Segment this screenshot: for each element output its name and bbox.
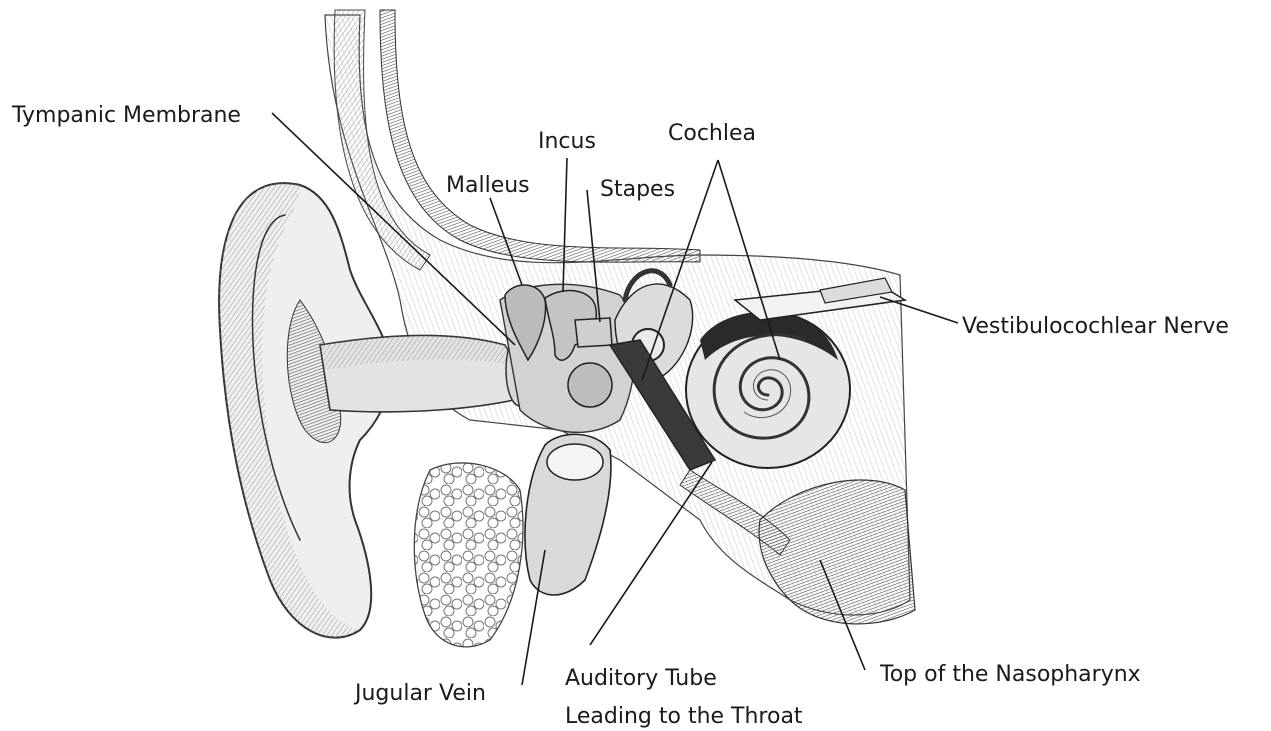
label-auditory-tube-line1: Auditory Tube	[565, 666, 717, 691]
oval-window	[568, 363, 612, 407]
parotid-tissue	[414, 463, 523, 647]
stapes-bone	[575, 318, 612, 347]
label-vestibulocochlear-nerve: Vestibulocochlear Nerve	[962, 314, 1229, 339]
label-cochlea: Cochlea	[668, 121, 756, 146]
label-jugular-vein: Jugular Vein	[353, 681, 486, 706]
label-incus: Incus	[538, 129, 596, 154]
label-auditory-tube-line2: Leading to the Throat	[565, 704, 803, 729]
label-tympanic-membrane: Tympanic Membrane	[11, 103, 241, 128]
label-nasopharynx: Top of the Nasopharynx	[879, 662, 1141, 687]
label-malleus: Malleus	[446, 173, 530, 198]
jugular-vein-opening	[547, 444, 603, 480]
label-stapes: Stapes	[600, 177, 675, 202]
